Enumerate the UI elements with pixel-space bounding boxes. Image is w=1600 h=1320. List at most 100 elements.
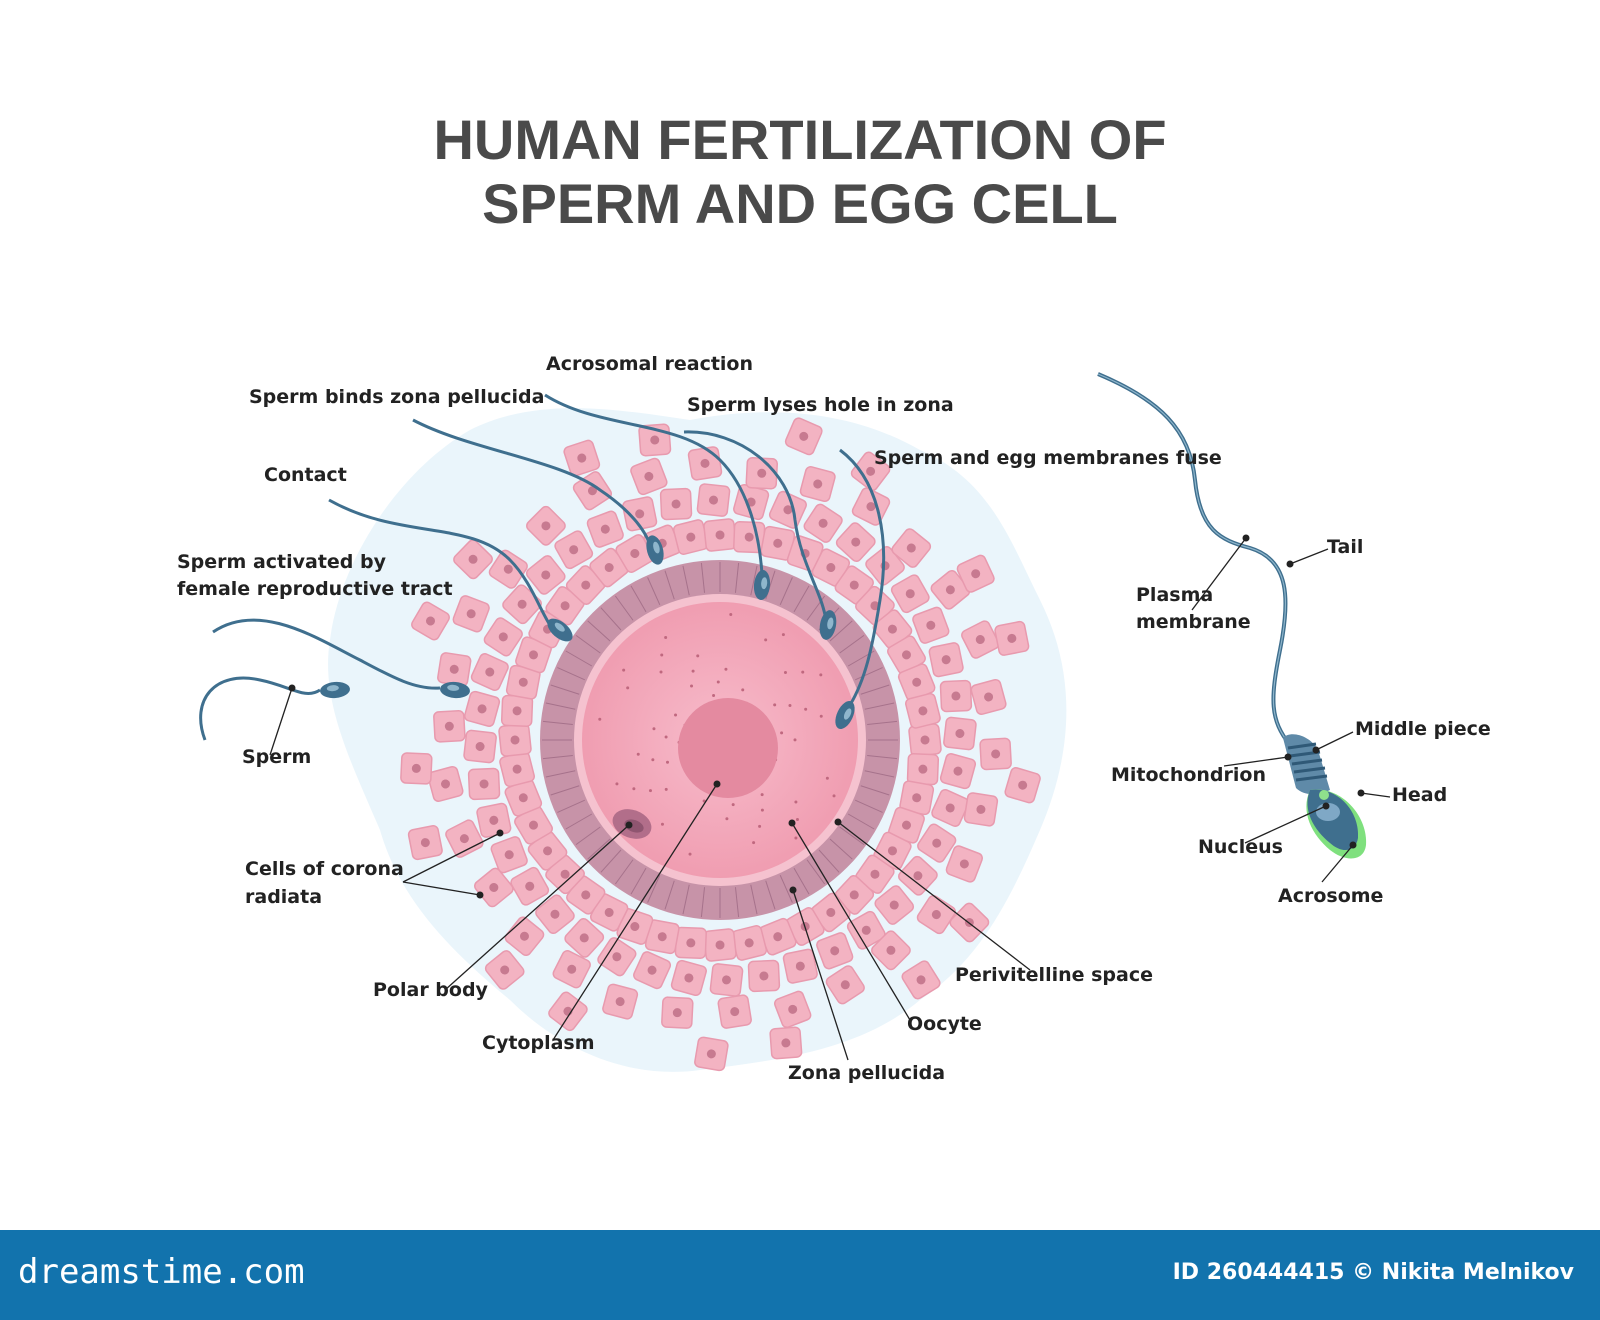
- leader-dot: [1349, 841, 1357, 849]
- corona-cell: [890, 574, 930, 614]
- corona-cell: [563, 439, 601, 477]
- corona-cell: [526, 505, 566, 546]
- corona-cell: [490, 836, 528, 874]
- label-sperm-binds-zona: Sperm binds zona pellucida: [249, 386, 545, 408]
- corona-cell: [774, 990, 812, 1029]
- label-oocyte: Oocyte: [907, 1013, 982, 1035]
- corona-cell: [661, 996, 694, 1029]
- leader-line: [1360, 792, 1391, 798]
- leader-dot: [1312, 746, 1320, 754]
- corona-cell: [963, 792, 999, 827]
- label-corona-radiata-1: Cells of corona: [245, 858, 404, 880]
- leader-dot: [476, 891, 484, 899]
- corona-cell: [694, 1036, 729, 1072]
- leader-line: [1191, 537, 1247, 611]
- corona-cell: [554, 530, 594, 570]
- footer-bar: dreamstime.com ID 260444415 © Nikita Mel…: [0, 1230, 1600, 1320]
- corona-cell: [928, 642, 964, 678]
- label-sperm: Sperm: [242, 746, 312, 768]
- corona-cell: [994, 620, 1030, 656]
- corona-cell: [888, 806, 925, 844]
- corona-cell: [943, 716, 977, 751]
- corona-cell: [760, 525, 796, 561]
- leader-dot: [288, 684, 296, 692]
- corona-cell: [1004, 767, 1041, 804]
- corona-cell: [745, 457, 778, 490]
- corona-cell: [799, 466, 836, 503]
- corona-cell: [525, 555, 566, 595]
- diagram-stage: HUMAN FERTILIZATION OF SPERM AND EGG CEL…: [177, 108, 1491, 1084]
- footer-brand[interactable]: dreamstime.com: [18, 1252, 305, 1292]
- corona-cell: [901, 960, 941, 1000]
- label-nucleus: Nucleus: [1198, 836, 1283, 858]
- corona-cell: [874, 885, 915, 925]
- sperm-cell: [544, 393, 771, 600]
- leader-line: [402, 832, 501, 883]
- corona-cell: [445, 819, 484, 858]
- corona-cell: [505, 664, 541, 700]
- corona-cell: [945, 845, 984, 883]
- corona-cell: [467, 767, 501, 801]
- leader-line: [552, 783, 718, 1041]
- corona-cell: [703, 928, 737, 962]
- corona-cell: [850, 451, 891, 492]
- corona-cell: [872, 609, 913, 649]
- corona-cell: [930, 569, 971, 610]
- leader-dots: [288, 534, 1365, 899]
- corona-cell: [535, 894, 575, 935]
- label-sperm-activated-1: Sperm activated by: [177, 551, 387, 573]
- corona-cell: [564, 918, 605, 958]
- sperm-cell: [683, 430, 837, 640]
- corona-cell: [961, 620, 1000, 659]
- corona-cell: [552, 950, 591, 989]
- corona-cell: [769, 1026, 803, 1060]
- sperm-cell: [835, 448, 886, 730]
- corona-cell: [931, 788, 970, 827]
- leader-dot: [1242, 534, 1250, 542]
- corona-cell: [871, 930, 911, 971]
- corona-cell: [452, 595, 490, 633]
- corona-cell: [498, 723, 532, 757]
- label-mitochondrion: Mitochondrion: [1111, 764, 1266, 786]
- corona-cell: [917, 823, 957, 863]
- corona-cell: [898, 855, 938, 896]
- corona-cell: [970, 678, 1007, 715]
- leader-line: [1315, 731, 1354, 751]
- corona-cell: [437, 652, 472, 687]
- leader-dot: [789, 886, 797, 894]
- leader-line: [402, 881, 481, 896]
- label-plasma-membrane-2: membrane: [1136, 611, 1251, 633]
- label-cytoplasm: Cytoplasm: [482, 1032, 595, 1054]
- corona-cell: [565, 565, 606, 605]
- leader-dot: [713, 780, 721, 788]
- leader-line: [1223, 756, 1289, 767]
- corona-cell: [703, 518, 737, 552]
- corona-cell: [499, 751, 535, 788]
- corona-cell: [825, 965, 865, 1005]
- corona-cell: [747, 959, 781, 993]
- corona-cell: [500, 694, 534, 727]
- label-polar-body: Polar body: [373, 979, 488, 1001]
- corona-cell: [696, 483, 731, 517]
- corona-cell: [956, 554, 995, 593]
- corona-cell: [510, 866, 550, 906]
- leader-line: [837, 821, 1031, 971]
- leader-dot: [1286, 560, 1294, 568]
- label-corona-radiata-2: radiata: [245, 886, 323, 908]
- corona-cell: [633, 951, 672, 990]
- corona-cell: [453, 539, 493, 580]
- sperm-cell: [212, 618, 470, 699]
- label-membranes-fuse: Sperm and egg membranes fuse: [874, 447, 1222, 469]
- corona-cell: [597, 937, 637, 977]
- corona-cell: [411, 601, 450, 641]
- sperm-tail: [1097, 372, 1292, 747]
- leader-dot: [834, 818, 842, 826]
- corona-cell: [470, 653, 509, 692]
- sperm-cells: [199, 393, 886, 741]
- corona-cell: [709, 963, 744, 997]
- label-sperm-lyses-hole: Sperm lyses hole in zona: [687, 394, 954, 416]
- corona-cell: [803, 503, 843, 543]
- corona-cell: [670, 959, 707, 997]
- label-tail: Tail: [1327, 536, 1364, 558]
- title-line-2: SPERM AND EGG CELL: [482, 172, 1118, 235]
